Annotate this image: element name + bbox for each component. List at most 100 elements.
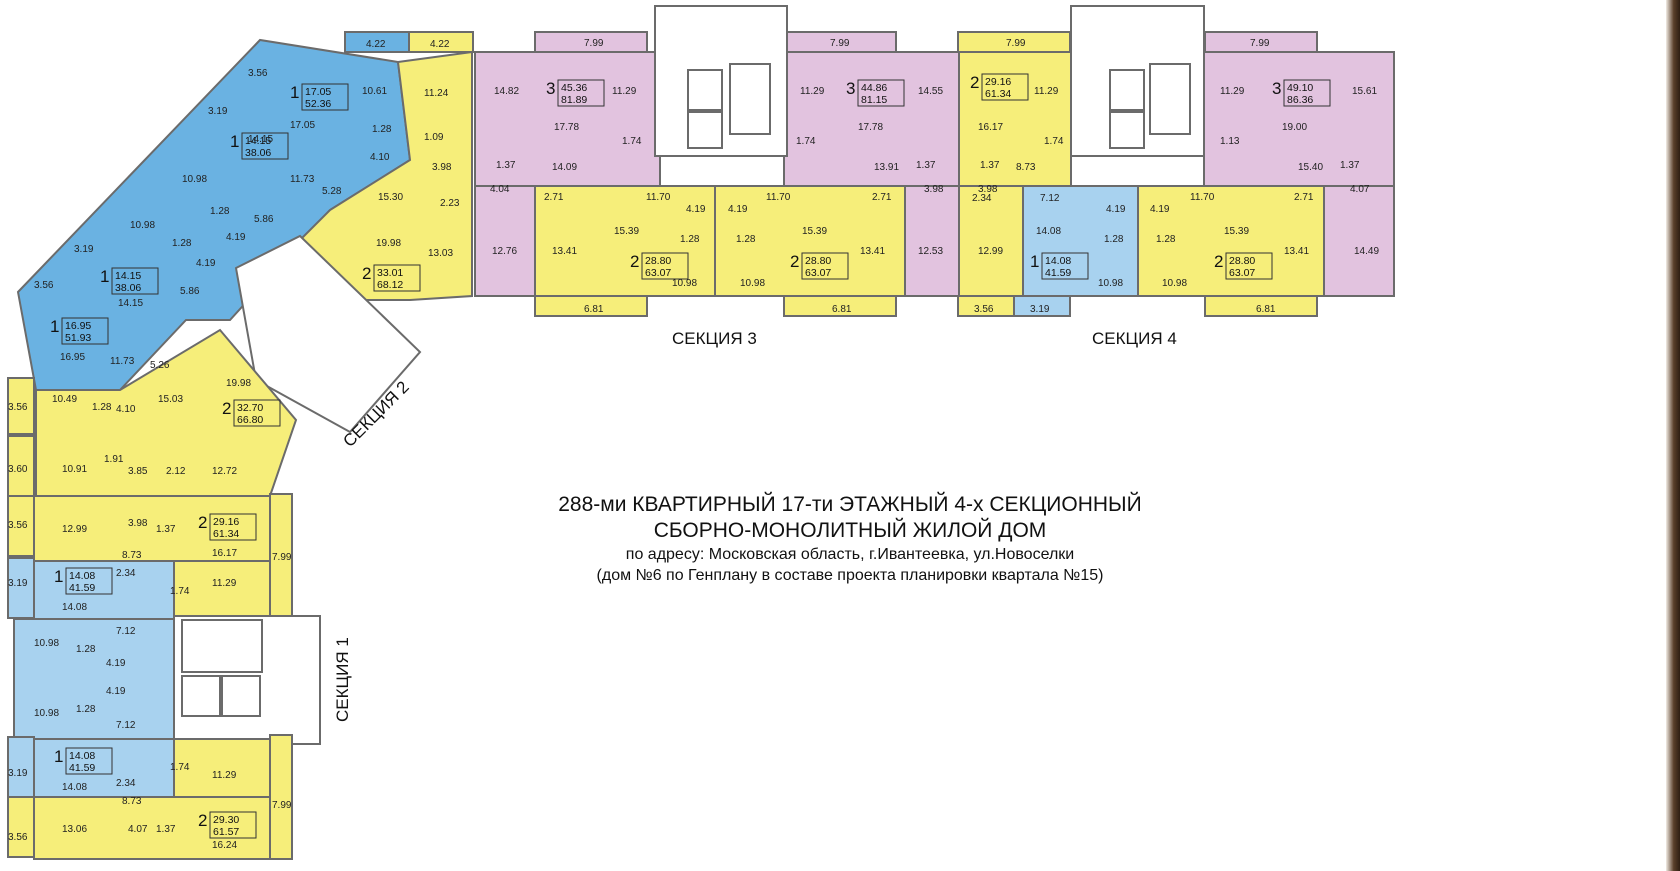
room-labels: 7.99 7.99 14.82 11.29 17.78 1.74 1.37 14… xyxy=(8,38,1379,851)
room-area: 15.30 xyxy=(378,192,403,203)
room-area: 1.28 xyxy=(1156,234,1176,245)
room-area: 10.98 xyxy=(182,174,207,185)
apartment-badge: 1 17.05 52.36 xyxy=(290,83,349,111)
apartment-badge: 2 28.80 63.07 xyxy=(790,252,849,280)
room-area: 13.03 xyxy=(428,248,453,259)
s3-lift-a xyxy=(687,69,723,111)
room-area: 4.19 xyxy=(728,204,748,215)
section-1-block xyxy=(7,435,321,860)
room-area: 10.98 xyxy=(740,278,765,289)
room-area: 14.82 xyxy=(494,86,519,97)
room-area: 3.56 xyxy=(34,280,54,291)
room-area: 14.49 xyxy=(1354,246,1379,257)
room-area: 4.10 xyxy=(370,152,390,163)
apt-rooms: 1 xyxy=(290,83,299,102)
room-area: 5.86 xyxy=(254,214,274,225)
apt-living-area: 32.70 xyxy=(237,402,263,414)
room-area: 3.98 xyxy=(978,184,998,195)
room-area: 17.05 xyxy=(290,120,315,131)
room-area: 11.73 xyxy=(110,356,135,367)
room-area: 11.29 xyxy=(800,86,825,97)
apt-living-area: 29.16 xyxy=(985,76,1011,88)
room-area: 3.19 xyxy=(208,106,228,117)
room-area: 1.91 xyxy=(104,454,124,465)
apt-living-area: 14.08 xyxy=(1045,255,1071,267)
room-area: 1.74 xyxy=(170,586,190,597)
apt-living-area: 45.36 xyxy=(561,82,587,94)
room-area: 13.06 xyxy=(62,824,87,835)
apt-living-area: 28.80 xyxy=(645,255,671,267)
apt-total-area: 81.15 xyxy=(861,94,887,106)
room-area: 4.19 xyxy=(1150,204,1170,215)
room-area: 7.99 xyxy=(272,800,292,811)
room-area: 12.76 xyxy=(492,246,517,257)
room-area: 4.19 xyxy=(106,686,126,697)
apartment-badge: 3 44.86 81.15 xyxy=(846,79,905,107)
apartment-badge: 1 14.15 38.06 xyxy=(100,267,159,295)
room-area: 16.95 xyxy=(60,352,85,363)
room-area: 10.98 xyxy=(34,638,59,649)
room-area: 4.19 xyxy=(196,258,216,269)
room-area: 16.24 xyxy=(212,840,237,851)
room-area: 7.12 xyxy=(116,626,136,637)
room-area: 1.28 xyxy=(172,238,192,249)
room-area: 1.28 xyxy=(680,234,700,245)
room-area: 3.85 xyxy=(128,466,148,477)
s3-side-right xyxy=(904,185,960,297)
room-area: 11.70 xyxy=(766,192,791,203)
apt-rooms: 2 xyxy=(198,513,207,532)
room-area: 14.15 xyxy=(118,298,143,309)
apartment-badge: 3 49.10 86.36 xyxy=(1272,79,1331,107)
room-area: 14.08 xyxy=(62,602,87,613)
room-area: 1.37 xyxy=(1340,160,1360,171)
s3-apt2-right xyxy=(714,185,906,297)
apt-total-area: 41.59 xyxy=(69,762,95,774)
room-area: 3.19 xyxy=(8,768,28,779)
apt-total-area: 41.59 xyxy=(69,582,95,594)
apt-total-area: 63.07 xyxy=(805,267,831,279)
s1-stair xyxy=(181,619,263,673)
apartment-badge: 3 45.36 81.89 xyxy=(546,79,605,107)
room-area: 17.78 xyxy=(554,122,579,133)
apt-rooms: 1 xyxy=(54,747,63,766)
room-area: 1.37 xyxy=(156,524,176,535)
room-area: 8.73 xyxy=(1016,162,1036,173)
room-area: 17.78 xyxy=(858,122,883,133)
apt-total-area: 61.34 xyxy=(985,88,1011,100)
room-area: 7.12 xyxy=(116,720,136,731)
room-area: 10.98 xyxy=(672,278,697,289)
apt-rooms: 1 xyxy=(100,267,109,286)
room-area: 3.56 xyxy=(8,520,28,531)
apt-living-area: 28.80 xyxy=(1229,255,1255,267)
room-area: 1.28 xyxy=(92,402,112,413)
apt-rooms: 2 xyxy=(790,252,799,271)
apt-rooms: 2 xyxy=(198,811,207,830)
room-area: 7.99 xyxy=(830,38,850,49)
room-area: 1.74 xyxy=(796,136,816,147)
room-area: 16.17 xyxy=(212,548,237,559)
s1-lift-b xyxy=(221,675,261,717)
apt-rooms: 2 xyxy=(222,399,231,418)
room-area: 7.99 xyxy=(1006,38,1026,49)
apt-total-area: 51.93 xyxy=(65,332,91,344)
apt-rooms: 3 xyxy=(546,79,555,98)
apt-rooms: 1 xyxy=(230,132,239,151)
room-area: 2.71 xyxy=(1294,192,1314,203)
room-area: 15.40 xyxy=(1298,162,1323,173)
room-area: 19.98 xyxy=(376,238,401,249)
room-area: 10.98 xyxy=(130,220,155,231)
room-area: 11.29 xyxy=(212,578,237,589)
s3-stair xyxy=(729,63,771,135)
room-area: 4.19 xyxy=(106,658,126,669)
s1-apt2-bottom xyxy=(33,796,271,860)
apt-rooms: 1 xyxy=(1030,252,1039,271)
apt-rooms: 3 xyxy=(846,79,855,98)
s1-apt2-top-b xyxy=(173,560,271,620)
room-area: 10.61 xyxy=(362,86,387,97)
apt-total-area: 86.36 xyxy=(1287,94,1313,106)
room-area: 2.71 xyxy=(872,192,892,203)
s1-bal-l3 xyxy=(7,557,35,619)
room-area: 10.98 xyxy=(1098,278,1123,289)
room-area: 2.34 xyxy=(972,193,992,204)
room-area: 1.37 xyxy=(916,160,936,171)
